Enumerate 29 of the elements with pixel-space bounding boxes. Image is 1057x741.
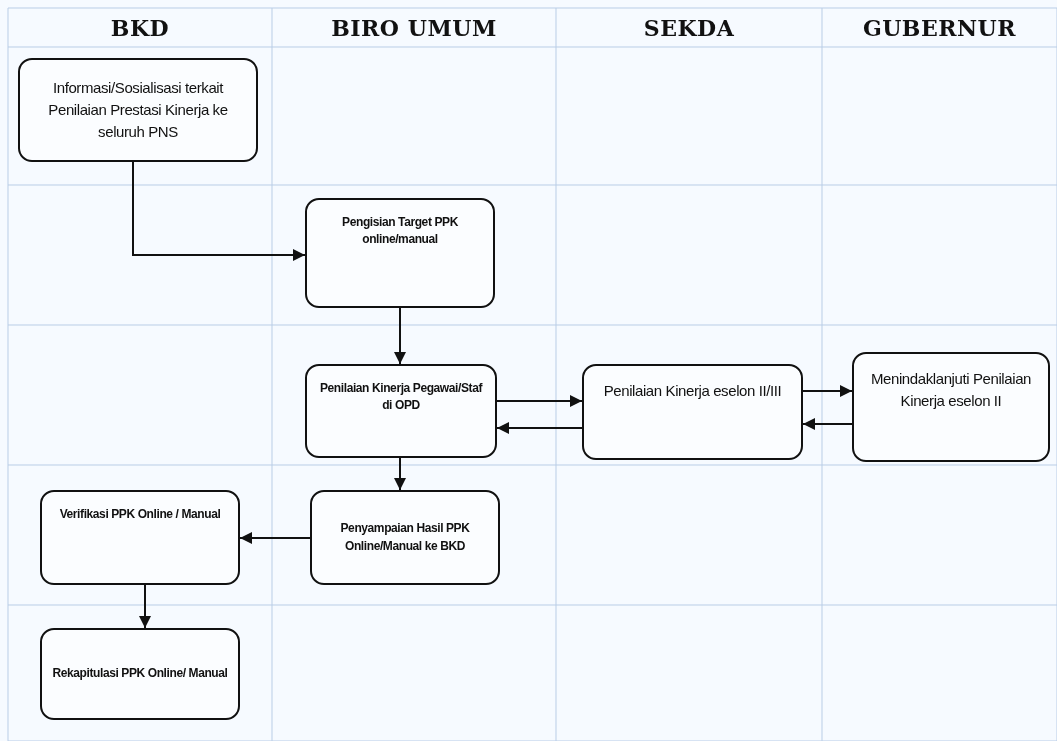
- lane-heading: BKD: [109, 13, 171, 43]
- box-text: Penilaian Kinerja eselon II/III: [603, 381, 782, 401]
- process-box: [40, 628, 240, 720]
- process-box: [305, 364, 497, 458]
- arrow: [802, 418, 853, 430]
- box-text: Penyampaian Hasil PPK Online/Manual ke BKD: [339, 520, 471, 555]
- lane-heading: BIRO UMUM: [330, 13, 498, 43]
- arrow: [139, 584, 151, 629]
- process-box: [582, 364, 803, 460]
- process-box: [305, 198, 495, 308]
- box-text: Penilaian Kinerja Pegawai/Staf di OPD: [318, 380, 484, 415]
- process-box: [852, 352, 1050, 462]
- arrow: [496, 395, 583, 407]
- process-box: [40, 490, 240, 585]
- arrow: [132, 161, 306, 261]
- box-text: Menindaklanjuti Penilaian Kinerja eselon II: [869, 369, 1033, 411]
- arrow: [394, 307, 406, 365]
- box-text: Informasi/Sosialisasi terkait Penilaian Prestasi Kinerja ke seluruh PNS: [47, 78, 229, 142]
- process-box: [18, 58, 258, 162]
- box-text: Pengisian Target PPK online/manual: [341, 214, 459, 249]
- lane-heading: SEKDA: [642, 13, 736, 43]
- arrow: [394, 457, 406, 491]
- arrow: [239, 532, 311, 544]
- lane-heading: GUBERNUR: [861, 13, 1018, 43]
- arrow: [496, 422, 583, 434]
- arrow: [802, 385, 853, 397]
- box-text: Rekapitulasi PPK Online/ Manual: [52, 665, 228, 683]
- process-box: [310, 490, 500, 585]
- box-text: Verifikasi PPK Online / Manual: [59, 506, 221, 523]
